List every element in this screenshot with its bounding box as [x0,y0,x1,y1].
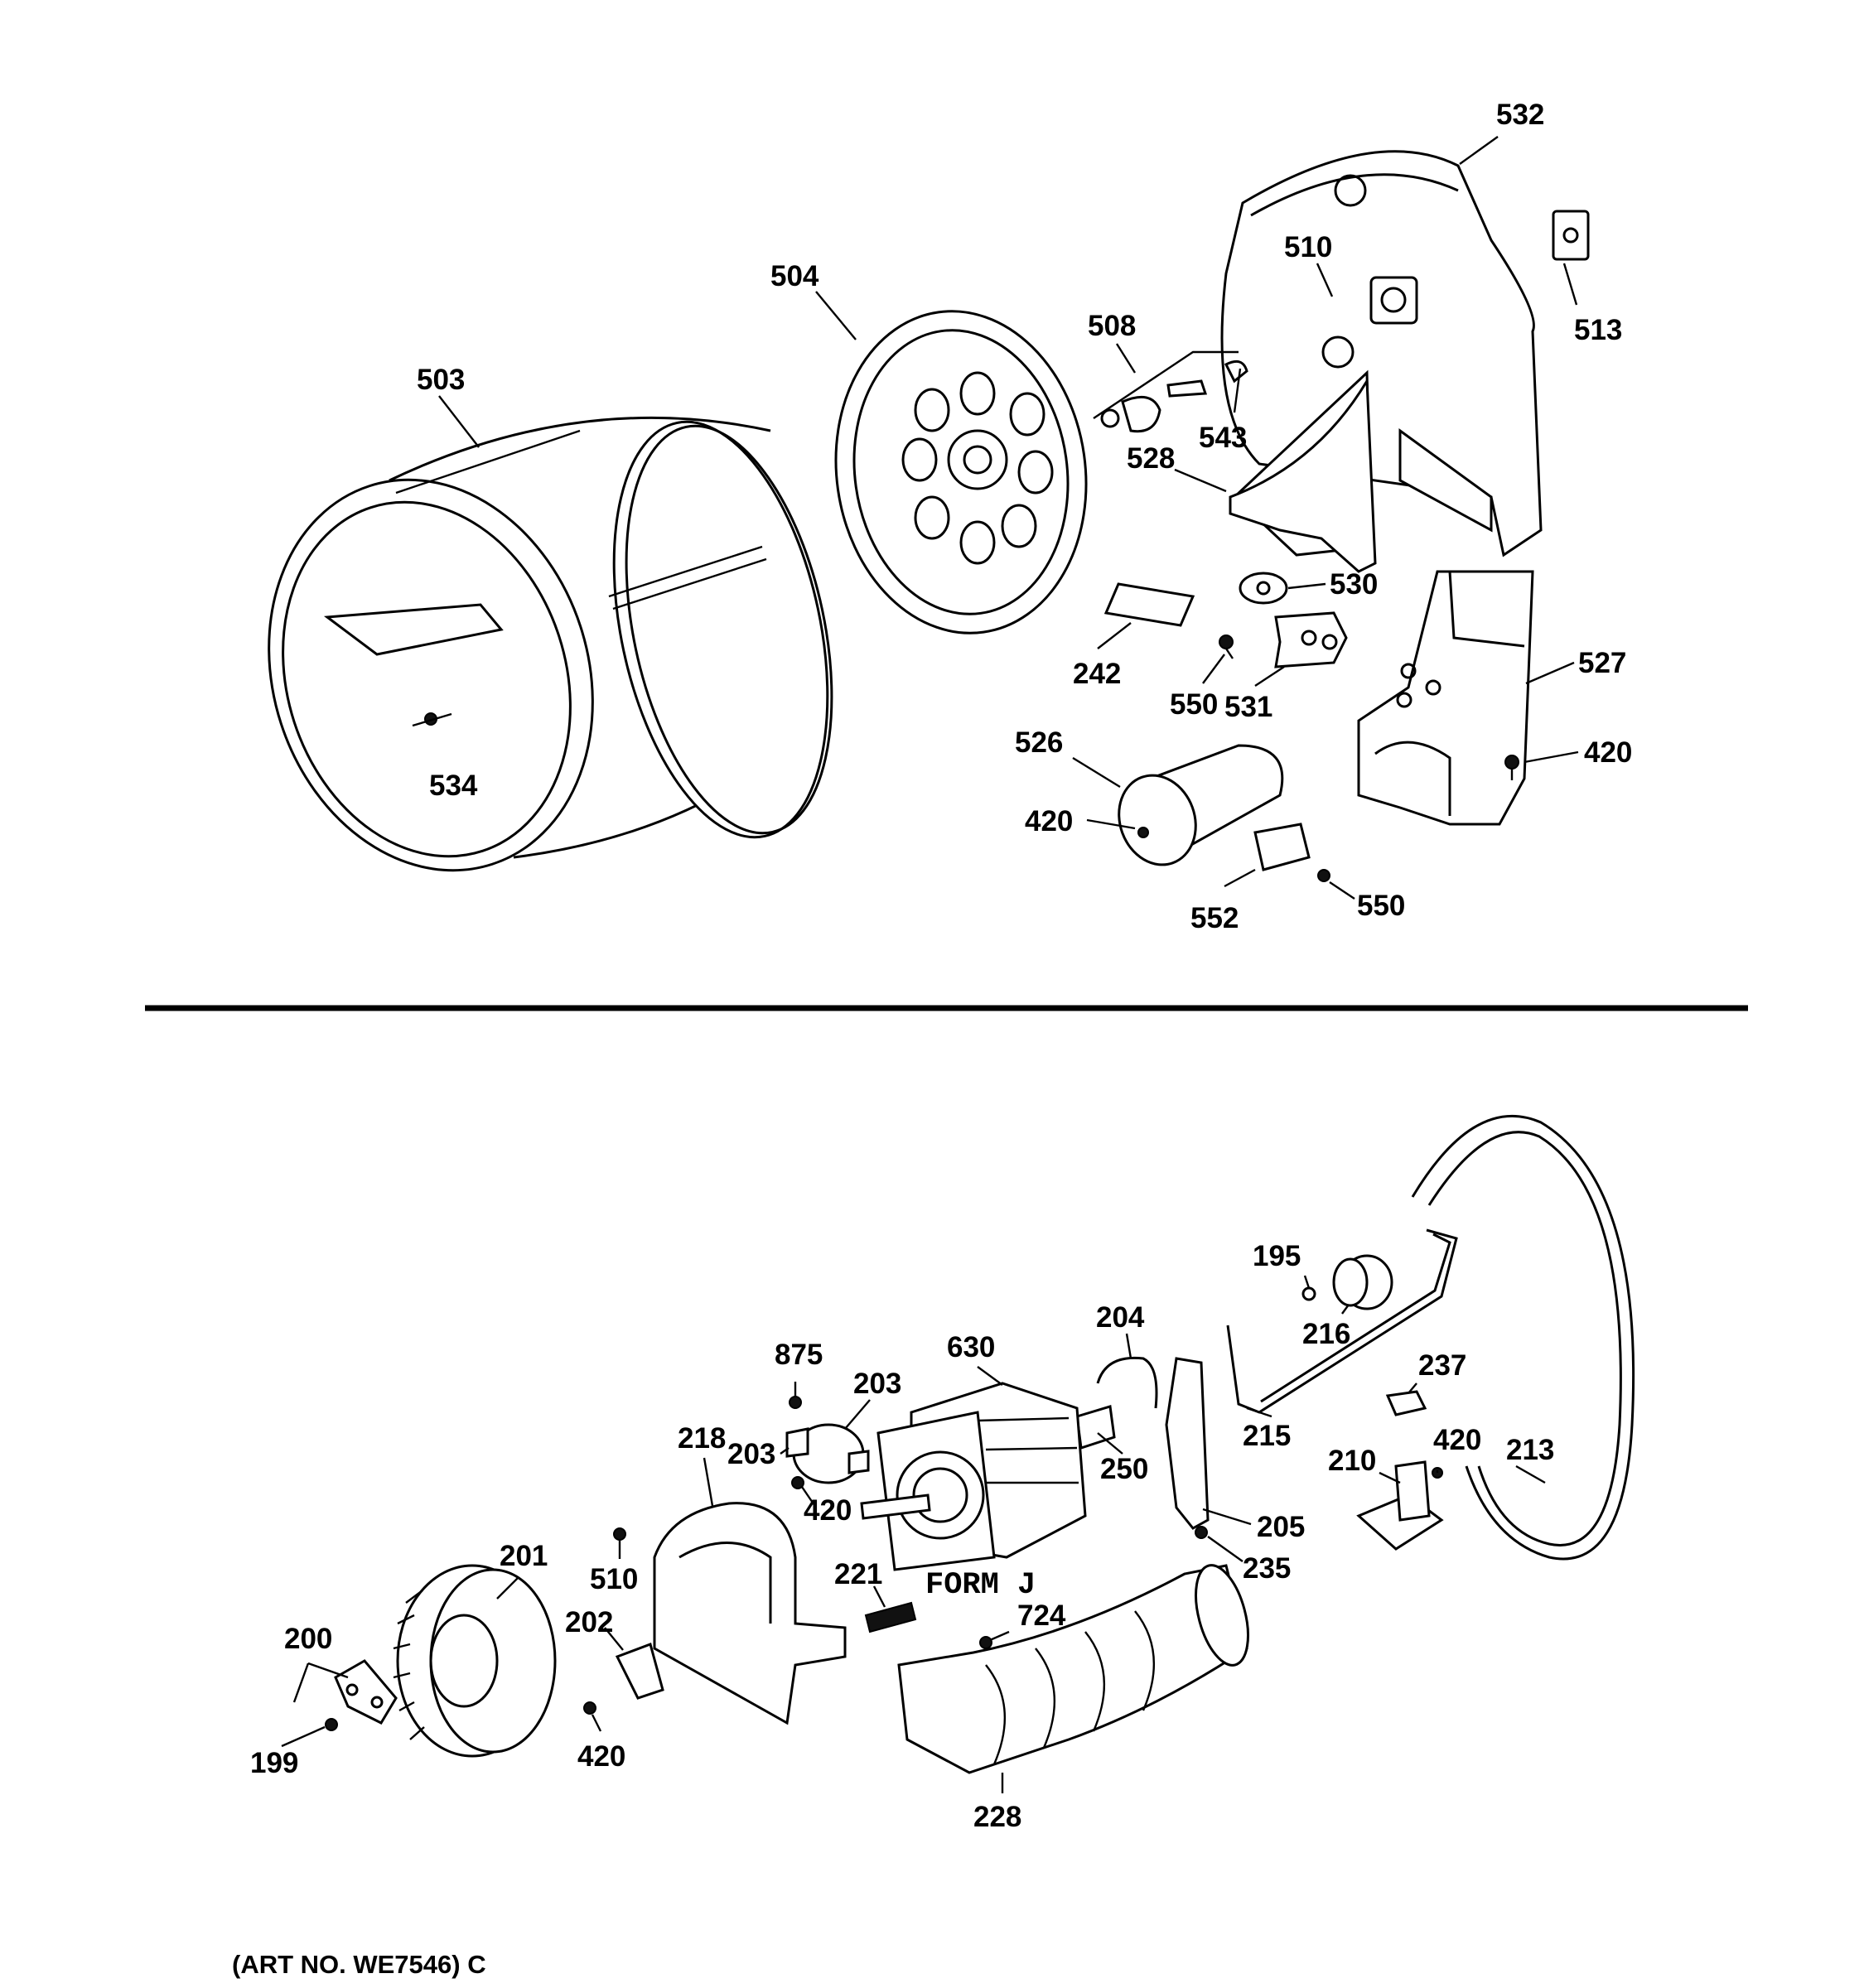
drum-503 [268,416,833,872]
callout-195: 195 [1253,1240,1301,1272]
form-j-label: FORM J [925,1568,1036,1603]
callout-724: 724 [1017,1600,1066,1632]
callout-527: 527 [1578,647,1626,679]
callout-531: 531 [1224,691,1272,723]
washer-195 [1301,1286,1316,1301]
callout-528: 528 [1127,442,1175,475]
screw-420-blower [583,1701,596,1715]
callout-221: 221 [834,1558,882,1590]
screw-875 [789,1396,802,1409]
lower-leader-lines [281,1275,1546,1793]
blower-bracket-200 [334,1659,398,1725]
blower-wheel-201 [393,1564,557,1758]
callout-204: 204 [1096,1301,1145,1334]
motor-bracket-205 [1096,1356,1210,1530]
motor-630 [860,1382,1087,1571]
callout-420-blower: 420 [577,1740,625,1773]
exhaust-duct-228 [897,1564,1249,1774]
bracket-528 [1229,376,1377,573]
callout-218: 218 [678,1422,726,1455]
blower-housing-218 [653,1502,847,1725]
motor-blower-section [281,1114,1635,1793]
screw-199 [325,1718,338,1731]
callout-labels: 503 504 508 532 510 513 543 528 530 527 … [232,99,1632,1979]
callout-216: 216 [1302,1318,1350,1350]
idler-pulley-216 [1332,1254,1393,1310]
callout-202: 202 [565,1606,613,1638]
switch-237 [1385,1390,1427,1416]
callout-552: 552 [1190,902,1239,934]
callout-503: 503 [417,364,465,396]
art-number-label: (ART NO. WE7546) C [232,1950,486,1979]
motor-strap-203 [785,1423,870,1484]
connector-552 [1253,823,1311,871]
screw-724 [979,1636,992,1649]
callout-510-upper: 510 [1284,231,1332,263]
drum-back-504 [834,310,1088,635]
callout-242: 242 [1073,658,1121,690]
callout-550-lower: 550 [1357,890,1405,922]
callout-203-lower: 203 [727,1438,775,1470]
callout-420-heater: 420 [1025,805,1073,837]
callout-543: 543 [1199,422,1247,454]
screw-235 [1195,1526,1208,1539]
screw-420-duct [1504,755,1519,780]
callout-526: 526 [1015,726,1063,759]
drum-assembly-section [268,136,1590,900]
drive-belt-213 [1411,1114,1635,1561]
bracket-531 [1274,611,1348,668]
callout-534: 534 [429,770,478,802]
callout-213: 213 [1506,1434,1554,1466]
callout-205: 205 [1257,1511,1305,1543]
callout-504: 504 [770,260,819,292]
callout-215: 215 [1243,1420,1291,1452]
idler-arm-215 [1226,1228,1458,1414]
bracket-513 [1552,210,1590,261]
callout-237: 237 [1418,1349,1466,1382]
callout-630: 630 [947,1331,995,1363]
screw-550-upper [1219,635,1234,659]
fan-clip-202 [615,1643,664,1700]
callout-513: 513 [1574,314,1622,346]
duct-527 [1357,570,1534,826]
callout-228: 228 [973,1801,1021,1833]
thermostat-530 [1239,572,1288,605]
callout-210: 210 [1328,1445,1376,1477]
seal-221 [864,1601,917,1633]
callout-201: 201 [500,1540,548,1572]
switch-210 [1356,1460,1444,1551]
callout-510-lower: 510 [590,1563,638,1595]
heater-526 [1118,744,1284,866]
callout-199: 199 [250,1747,298,1779]
screw-510-lower [613,1527,626,1541]
callout-550-upper: 550 [1170,688,1218,721]
callout-200: 200 [284,1623,332,1655]
callout-420-switch: 420 [1433,1424,1481,1456]
callout-530: 530 [1330,568,1378,601]
callout-420-motor: 420 [804,1494,852,1527]
callout-250: 250 [1100,1453,1148,1485]
callout-203-upper: 203 [853,1368,901,1400]
callout-875: 875 [775,1339,823,1371]
screw-420-motor [791,1476,804,1489]
callout-235: 235 [1243,1552,1291,1585]
callout-532: 532 [1496,99,1544,131]
callout-508: 508 [1088,310,1136,342]
upper-leader-lines [438,136,1579,900]
callout-420-duct: 420 [1584,736,1632,769]
bearing-508 [1093,350,1248,433]
screw-550-lower [1317,869,1330,882]
label-242 [1103,582,1195,627]
